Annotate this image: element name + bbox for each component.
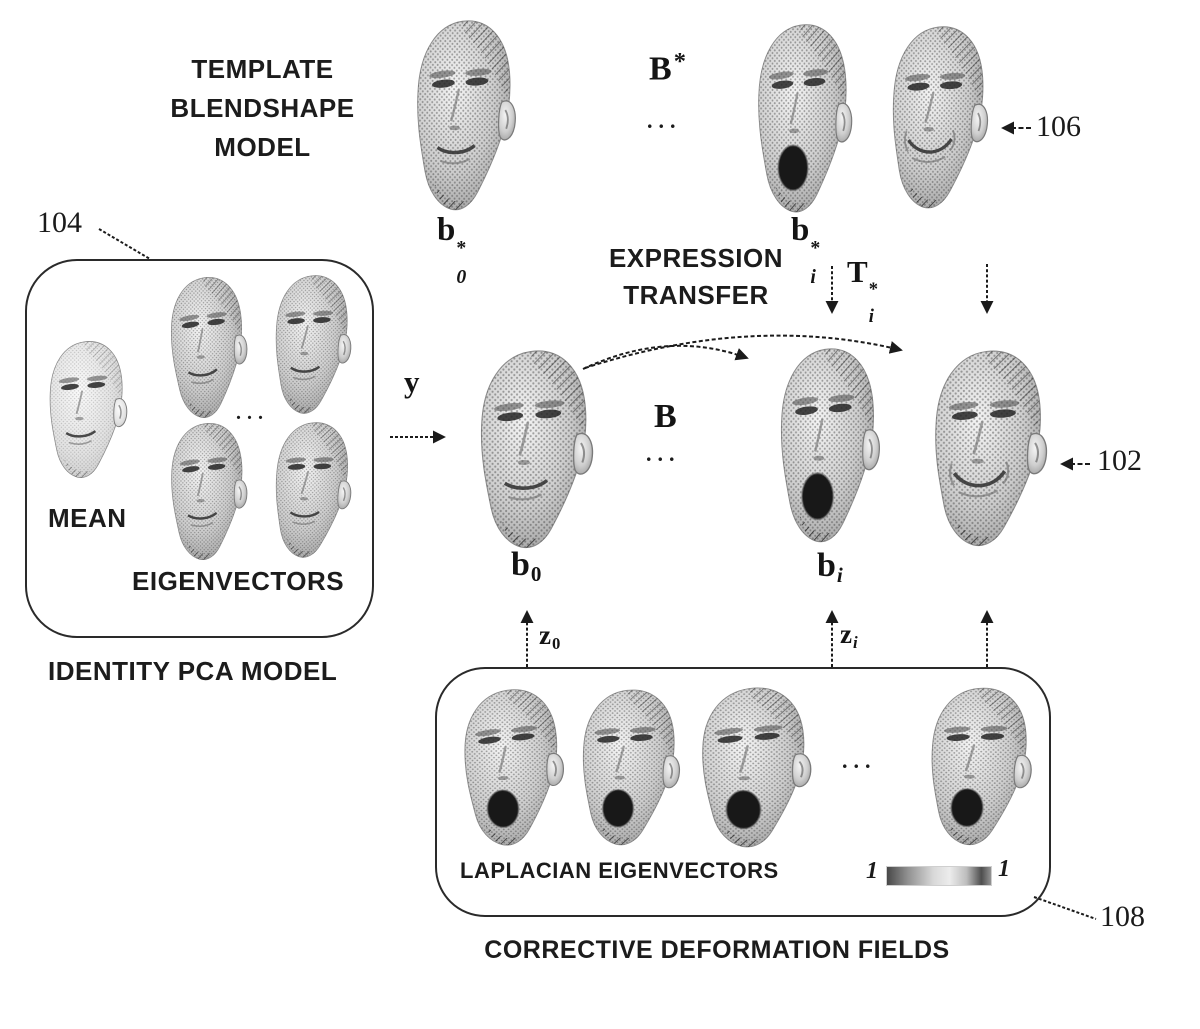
- title-line-3: MODEL: [214, 132, 311, 162]
- face-template-b0-neutral: [400, 15, 523, 217]
- label-bi: bi: [817, 547, 843, 587]
- laplacian-eigenvectors-label: LAPLACIAN EIGENVECTORS: [460, 858, 779, 883]
- ref-102: 102: [1097, 444, 1142, 477]
- arc-expression-transfer-to-102: [584, 334, 903, 369]
- laplacian-scale-bar: [886, 866, 992, 886]
- label-B: B: [654, 398, 677, 435]
- expression-line: EXPRESSION: [608, 243, 784, 273]
- ref-106: 106: [1036, 110, 1081, 143]
- mean-label: MEAN: [48, 503, 127, 533]
- arc-expression-transfer-to-bi: [582, 344, 749, 370]
- face-laplacian-1: [447, 684, 573, 852]
- eigenvectors-label: EIGENVECTORS: [132, 566, 345, 596]
- face-laplacian-4: [913, 682, 1041, 852]
- ellipsis-pca: ...: [236, 402, 269, 424]
- legend-right-value: 1: [998, 856, 1010, 882]
- title-line-2: BLENDSHAPE: [170, 93, 355, 123]
- face-laplacian-3: [685, 683, 820, 853]
- face-eigenvector-2: [261, 270, 358, 419]
- face-template-bi-open-mouth: [744, 20, 858, 218]
- face-bi-open-mouth: [766, 344, 886, 548]
- corrective-fields-box: [435, 667, 1051, 917]
- face-b0-neutral: [464, 346, 600, 554]
- leader-line-108: [1033, 896, 1097, 920]
- ellipsis-mid-row: ...: [646, 441, 681, 466]
- label-Ti-star: T*i: [847, 254, 878, 327]
- ellipsis-corrective: ...: [842, 748, 877, 773]
- transfer-line: TRANSFER: [623, 280, 769, 310]
- label-B-star: B*: [649, 48, 686, 88]
- legend-left-value: 1: [866, 858, 878, 884]
- face-template-smile: [875, 20, 998, 216]
- label-b0-star: b*0: [437, 212, 467, 288]
- template-blendshape-model-title: TEMPLATE BLENDSHAPE MODEL: [145, 50, 380, 167]
- face-laplacian-2: [567, 685, 688, 851]
- ref-108: 108: [1100, 900, 1145, 933]
- face-eigenvector-4: [260, 417, 359, 565]
- label-bi-star: b*i: [791, 212, 821, 288]
- face-eigenvector-3: [159, 419, 253, 565]
- ref-104: 104: [37, 206, 82, 239]
- expression-transfer-label: EXPRESSION TRANSFER: [600, 240, 792, 314]
- identity-pca-caption: IDENTITY PCA MODEL: [48, 656, 338, 686]
- leader-line-104: [98, 228, 151, 260]
- corrective-fields-caption: CORRECTIVE DEFORMATION FIELDS: [484, 936, 950, 964]
- face-102-smile: [916, 345, 1056, 553]
- face-mean: [38, 338, 132, 482]
- label-z0: z0: [539, 620, 561, 653]
- label-y: y: [404, 364, 420, 399]
- identity-pca-box: [25, 259, 374, 638]
- face-eigenvector-1: [157, 272, 254, 423]
- label-b0: b0: [511, 546, 542, 586]
- ellipsis-top-row: ...: [647, 108, 682, 133]
- label-zi: zi: [840, 619, 858, 652]
- title-line-1: TEMPLATE: [191, 54, 334, 84]
